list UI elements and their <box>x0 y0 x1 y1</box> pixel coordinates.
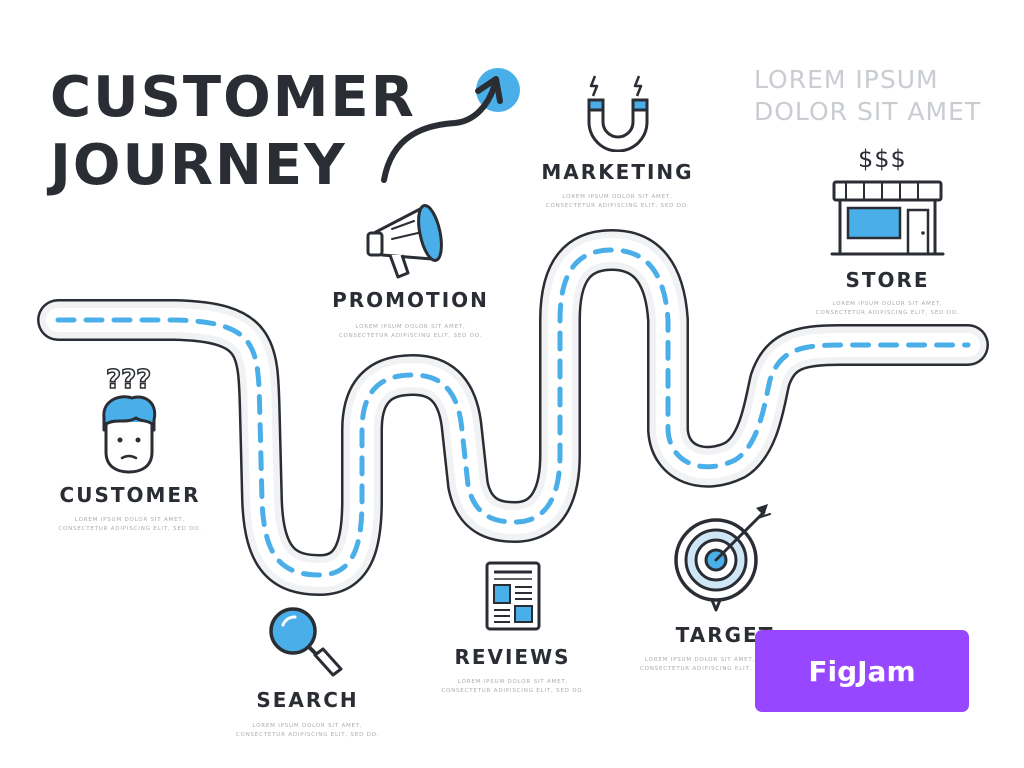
stage-desc-store-2: CONSECTETUR ADIPISCING ELIT, SED DO. <box>815 310 960 316</box>
stage-desc-promotion-2: CONSECTETUR ADIPISCING ELIT, SED DO. <box>338 333 483 339</box>
svg-text:???: ??? <box>106 365 151 395</box>
target-icon <box>674 504 771 612</box>
stage-label-promotion: PROMOTION <box>332 288 489 312</box>
stage-desc-target-1: LOREM IPSUM DOLOR SIT AMET, <box>644 657 756 663</box>
title-line-1: CUSTOMER <box>50 65 416 130</box>
newspaper-icon <box>485 561 541 631</box>
stage-desc-promotion-1: LOREM IPSUM DOLOR SIT AMET, <box>355 324 466 330</box>
stage-desc-search-1: LOREM IPSUM DOLOR SIT AMET, <box>252 723 363 729</box>
dollar-signs: $$$ <box>858 145 907 173</box>
stage-desc-reviews-1: LOREM IPSUM DOLOR SIT AMET, <box>457 679 569 685</box>
stage-desc-store-1: LOREM IPSUM DOLOR SIT AMET, <box>832 301 943 307</box>
stage-label-customer: CUSTOMER <box>59 483 201 507</box>
stage-label-search: SEARCH <box>256 688 359 712</box>
growth-arrow-icon <box>381 68 520 183</box>
stage-desc-target-2: CONSECTETUR ADIPISCING ELIT, SED DO. <box>640 666 784 672</box>
stage-label-marketing: MARKETING <box>541 160 694 184</box>
figjam-badge[interactable]: FigJam <box>755 630 969 712</box>
subtitle-line-1: LOREM IPSUM <box>754 65 939 94</box>
megaphone-icon <box>366 204 443 279</box>
stage-label-target: TARGET <box>675 623 775 647</box>
stage-desc-customer-2: CONSECTETUR ADIPISCING ELIT, SED DO. <box>58 526 202 532</box>
magnifier-icon <box>269 607 343 677</box>
title-line-2: JOURNEY <box>50 133 347 198</box>
stage-desc-customer-1: LOREM IPSUM DOLOR SIT AMET, <box>74 517 186 523</box>
stage-label-reviews: REVIEWS <box>454 645 571 669</box>
stage-desc-search-2: CONSECTETUR ADIPISCING ELIT, SED DO. <box>235 732 380 738</box>
stage-desc-marketing-1: LOREM IPSUM DOLOR SIT AMET, <box>562 194 673 200</box>
stage-desc-marketing-2: CONSECTETUR ADIPISCING ELIT, SED DO. <box>545 203 690 209</box>
road-center-dashes <box>55 247 971 578</box>
subtitle-line-2: DOLOR SIT AMET <box>754 97 982 126</box>
stage-label-store: STORE <box>845 268 930 292</box>
confused-person-icon: ??? <box>102 364 157 474</box>
stage-desc-reviews-2: CONSECTETUR ADIPISCING ELIT, SED DO. <box>441 688 585 694</box>
storefront-icon <box>830 180 945 256</box>
magnet-icon <box>587 75 649 152</box>
